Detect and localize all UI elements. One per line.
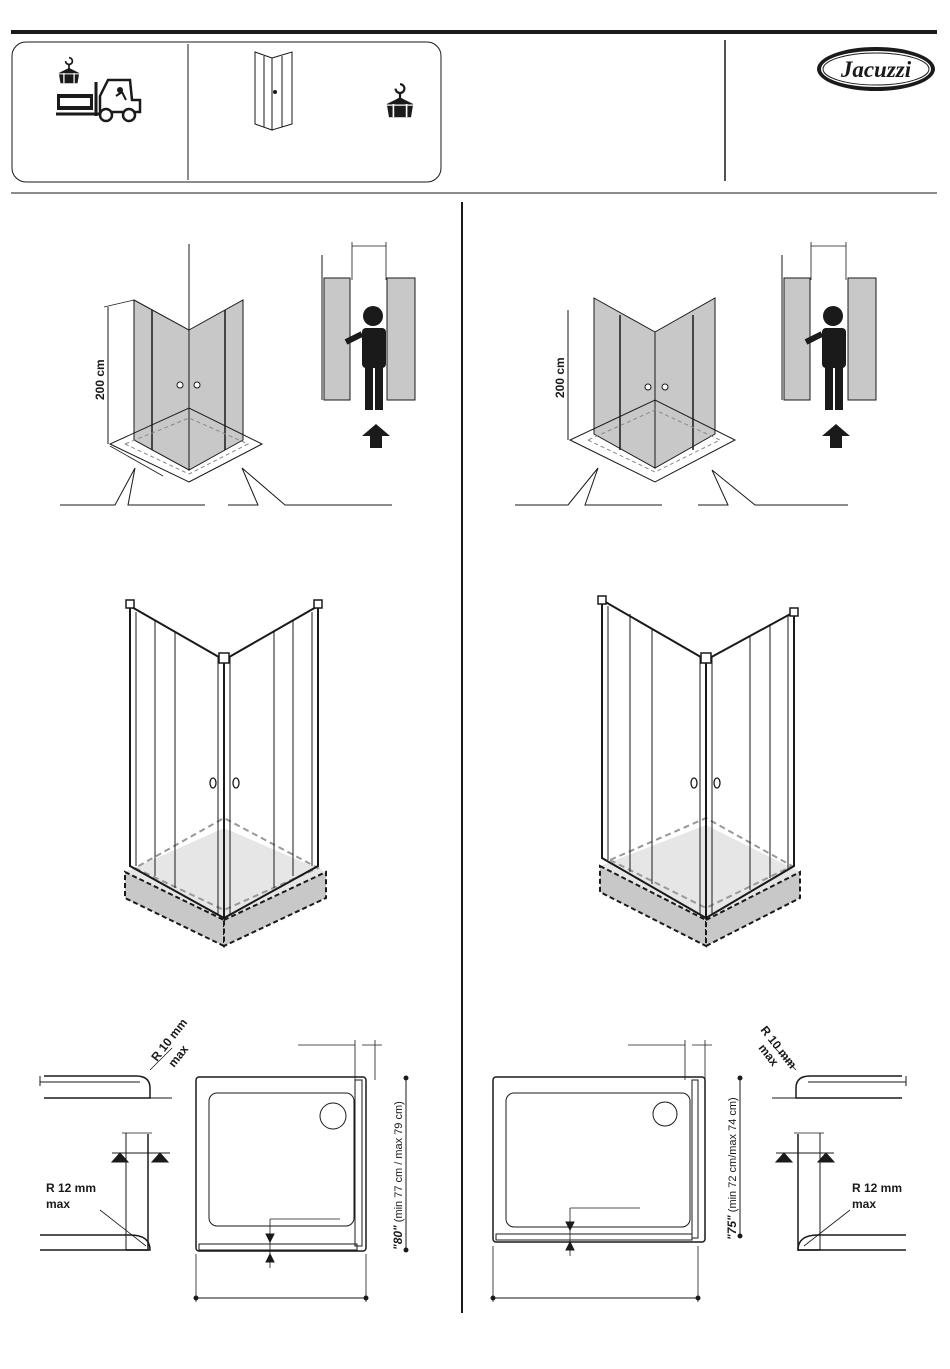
jacuzzi-logo: Jacuzzi — [817, 47, 935, 91]
r-size: "75" — [725, 1215, 739, 1240]
l-height: 200 cm — [93, 359, 107, 400]
left-enclosure-assembled — [125, 600, 326, 946]
enclosure-icon — [255, 52, 292, 130]
l-rbs: max — [46, 1197, 70, 1211]
right-door-opening-view — [782, 242, 876, 448]
l-size: "80" — [391, 1225, 405, 1250]
l-range: (min 77 cm / max 79 cm) — [393, 1101, 405, 1225]
brand-text: Jacuzzi — [840, 57, 912, 82]
header-box — [12, 42, 441, 182]
right-enclosure-assembled — [598, 596, 800, 946]
l-rb: R 12 mm — [46, 1181, 96, 1195]
r-height: 200 cm — [553, 357, 567, 398]
left-door-opening-view — [322, 242, 415, 448]
r-rb: R 12 mm — [852, 1181, 902, 1195]
right-size-label: "75" (min 72 cm/max 74 cm) — [725, 1097, 739, 1240]
left-tray-plan — [194, 1040, 408, 1302]
left-radius-bottom-label: R 12 mm — [46, 1181, 96, 1195]
right-tray-plan — [491, 1040, 742, 1302]
forklift-icon — [56, 58, 140, 121]
left-radius-bottom-sub: max — [46, 1197, 70, 1211]
right-radius-bottom-label: R 12 mm — [852, 1181, 902, 1195]
top-rule — [11, 30, 937, 34]
r-rbs: max — [852, 1197, 876, 1211]
r-range: (min 72 cm/max 74 cm) — [727, 1097, 739, 1215]
right-radius-bottom-sub: max — [852, 1197, 876, 1211]
hook-icon — [387, 84, 413, 117]
left-size-label: "80" (min 77 cm / max 79 cm) — [391, 1101, 405, 1250]
